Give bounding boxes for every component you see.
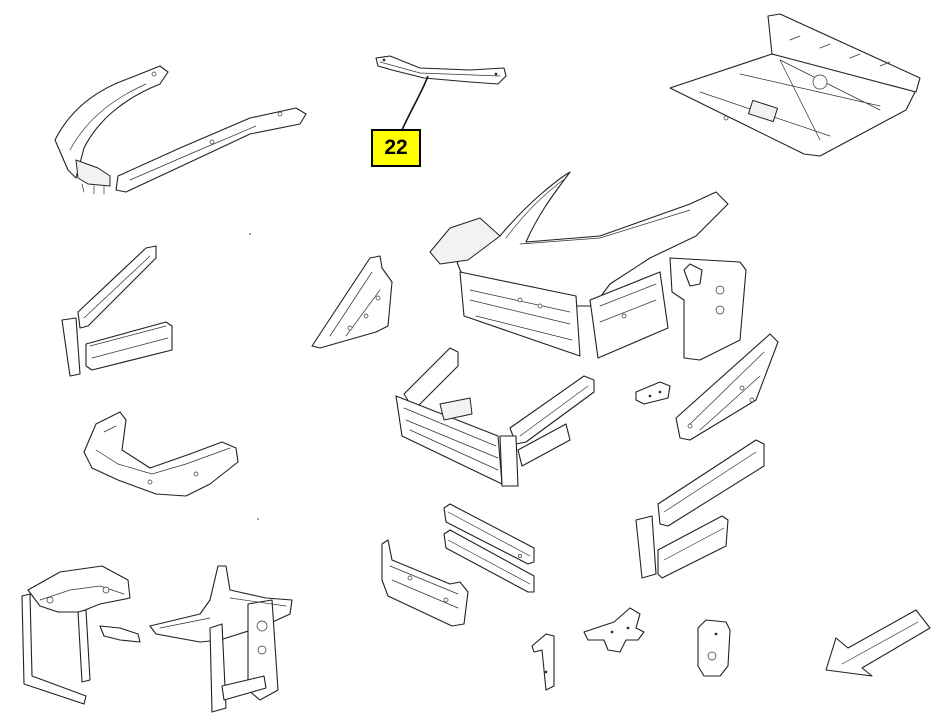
- small-plate: [249, 233, 259, 520]
- callout-leader-line: [401, 75, 429, 131]
- rear-suspension-tower-right: [149, 565, 293, 713]
- roof-crossmember: [375, 55, 507, 85]
- floor-pan: [669, 13, 921, 157]
- direction-arrow-icon: [825, 609, 931, 677]
- front-subframe: [395, 347, 595, 487]
- front-body-shell: [429, 171, 747, 361]
- front-valance: [83, 411, 239, 497]
- callout-label-22: 22: [371, 129, 421, 167]
- sill-strips: [443, 503, 535, 593]
- callout-label-text: 22: [384, 136, 408, 159]
- rocker-reinforcement: [675, 333, 779, 441]
- windscreen-pillar-gusset: [311, 255, 393, 349]
- inner-sill-set: [61, 245, 173, 377]
- mount-bracket: [583, 607, 645, 653]
- inner-panel: [381, 539, 469, 627]
- damper-mount: [697, 619, 731, 677]
- rear-sill-set: [635, 439, 765, 579]
- inner-wing-brace: [683, 263, 703, 287]
- rear-suspension-tower-left: [21, 565, 141, 705]
- door-post-bracket: [635, 381, 671, 405]
- front-wheelarch-panel: [54, 65, 307, 195]
- support-bracket: [531, 633, 555, 691]
